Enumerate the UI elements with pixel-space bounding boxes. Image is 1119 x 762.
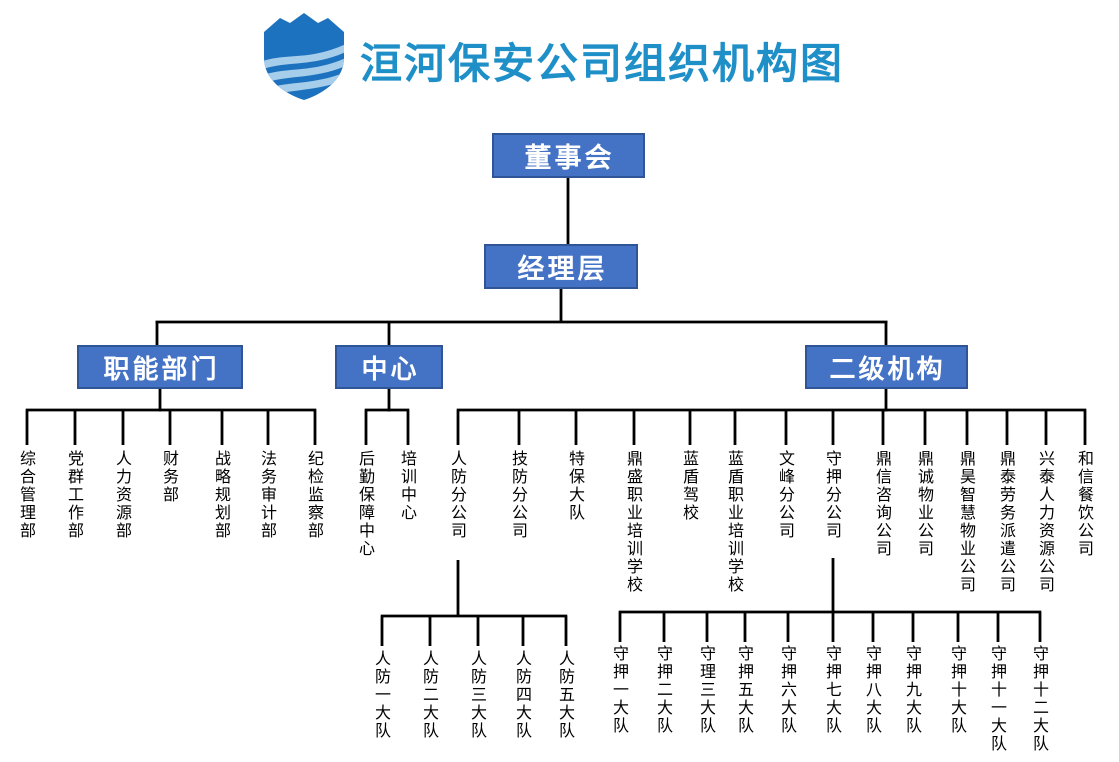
org-label: 和信餐饮公司 xyxy=(1075,450,1092,558)
org-sublabel: 守押六大队 xyxy=(778,645,795,735)
org-label: 后勤保障中心 xyxy=(356,450,373,558)
org-sublabel: 守押十一大队 xyxy=(988,645,1005,753)
org-label: 党群工作部 xyxy=(65,450,82,540)
org-label: 文峰分公司 xyxy=(776,450,793,540)
org-label: 鼎昊智慧物业公司 xyxy=(957,450,974,594)
org-sublabel: 守押十大队 xyxy=(948,645,965,735)
org-label: 守押分公司 xyxy=(823,450,840,540)
org-sublabel: 守押一大队 xyxy=(610,645,627,735)
org-label: 人力资源部 xyxy=(113,450,130,540)
org-label: 鼎盛职业培训学校 xyxy=(624,450,641,594)
org-label: 财务部 xyxy=(160,450,177,504)
org-sublabel: 守理三大队 xyxy=(697,645,714,735)
org-label: 战略规划部 xyxy=(212,450,229,540)
org-box-branch-0: 职能部门 xyxy=(77,345,243,389)
org-label: 鼎信咨询公司 xyxy=(873,450,890,558)
org-label: 纪检监察部 xyxy=(305,450,322,540)
org-sublabel: 守押五大队 xyxy=(735,645,752,735)
org-box-management: 经理层 xyxy=(484,244,638,289)
org-sublabel: 人防三大队 xyxy=(468,650,485,740)
page-title: 洹河保安公司组织机构图 xyxy=(360,40,845,87)
shield-waves-logo-icon xyxy=(264,13,344,100)
org-label: 培训中心 xyxy=(398,450,415,522)
org-sublabel: 守押十二大队 xyxy=(1030,645,1047,753)
org-label: 兴泰人力资源公司 xyxy=(1036,450,1053,594)
org-label: 蓝盾职业培训学校 xyxy=(725,450,742,594)
org-sublabel: 守押九大队 xyxy=(903,645,920,735)
org-label: 技防分公司 xyxy=(509,450,526,540)
org-box-branch-2: 二级机构 xyxy=(804,345,968,389)
org-sublabel: 守押八大队 xyxy=(863,645,880,735)
org-label: 蓝盾驾校 xyxy=(680,450,697,522)
org-label: 人防分公司 xyxy=(448,450,465,540)
org-sublabel: 人防四大队 xyxy=(513,650,530,740)
org-sublabel: 人防二大队 xyxy=(420,650,437,740)
org-sublabel: 人防一大队 xyxy=(372,650,389,740)
org-label: 特保大队 xyxy=(566,450,583,522)
org-label: 鼎泰劳务派遣公司 xyxy=(997,450,1014,594)
org-label: 鼎诚物业公司 xyxy=(915,450,932,558)
org-box-branch-1: 中心 xyxy=(335,345,443,389)
org-sublabel: 守押二大队 xyxy=(654,645,671,735)
org-label: 法务审计部 xyxy=(258,450,275,540)
org-box-board: 董事会 xyxy=(491,133,645,178)
org-sublabel: 守押七大队 xyxy=(823,645,840,735)
org-label: 综合管理部 xyxy=(17,450,34,540)
org-sublabel: 人防五大队 xyxy=(556,650,573,740)
